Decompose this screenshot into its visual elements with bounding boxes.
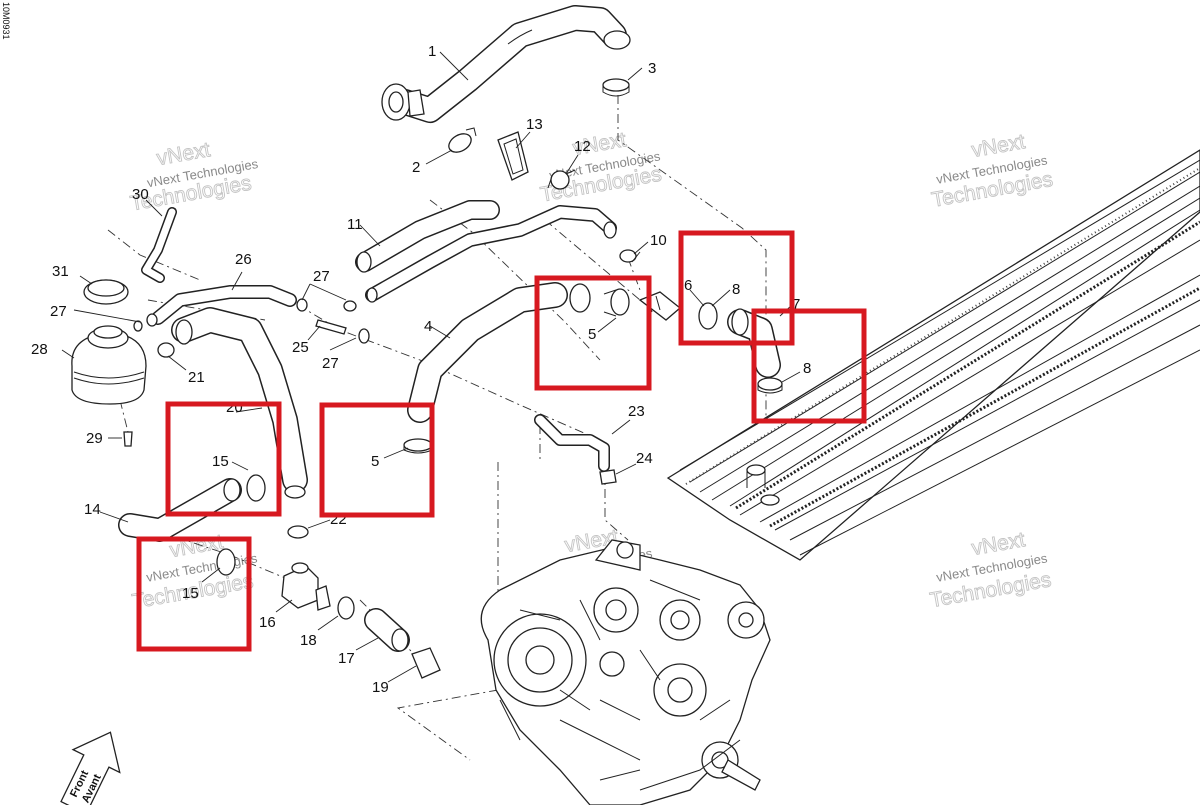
callout-16: 16 — [259, 614, 276, 631]
callout-29: 29 — [86, 430, 103, 447]
callout-23: 23 — [628, 403, 645, 420]
hose-clamp-part-5-lower — [403, 438, 433, 454]
hose-part-4 — [407, 282, 591, 423]
tee-fitting-part-16 — [281, 562, 331, 611]
watermark: vNext vNext Technologies Technologies — [929, 130, 1055, 213]
upper-coolant-hose — [381, 5, 631, 123]
callout-8-lower: 8 — [803, 360, 811, 377]
front-direction-arrow-icon: Front Avant — [60, 731, 121, 805]
callout-26: 26 — [235, 251, 252, 268]
radiator-heat-exchanger — [666, 149, 1200, 561]
callout-27-upper: 27 — [313, 268, 330, 285]
callout-2: 2 — [412, 159, 420, 176]
highlight-box-part-15-upper — [165, 401, 282, 517]
highlight-box-part-5-lower — [319, 402, 435, 518]
hose-clamp-part-18 — [337, 596, 355, 620]
callout-10: 10 — [650, 232, 667, 249]
callout-12: 12 — [574, 138, 591, 155]
hose-clamp-part-24 — [599, 469, 617, 485]
callout-14: 14 — [84, 501, 101, 518]
callout-5-upper: 5 — [588, 326, 596, 343]
hose-clamp-part-3 — [602, 78, 630, 97]
callout-27-left: 27 — [50, 303, 67, 320]
sensor-part-12 — [547, 169, 576, 190]
callout-31: 31 — [52, 263, 69, 280]
hose-clamp-part-8-upper — [698, 302, 718, 330]
reservoir-cap-part-31 — [83, 279, 129, 305]
hose-clamp-part-21 — [157, 342, 175, 358]
callout-28: 28 — [31, 341, 48, 358]
callout-5-lower: 5 — [371, 453, 379, 470]
hose-part-12 — [365, 205, 617, 303]
hose-part-30 — [141, 207, 177, 283]
elbow-part-7 — [727, 308, 781, 378]
screw-part-29 — [123, 431, 133, 447]
highlight-box-part-15-lower — [136, 536, 252, 652]
callout-30: 30 — [132, 186, 149, 203]
callout-18: 18 — [300, 632, 317, 649]
gasket-part-13 — [497, 131, 529, 181]
document-id: 10M0931 — [1, 2, 11, 40]
callout-labels: 1 2 3 4 5 5 6 7 8 8 10 11 12 13 14 15 15… — [31, 43, 811, 696]
callout-6: 6 — [684, 277, 692, 294]
watermark: vNext vNext Technologies Technologies — [538, 128, 664, 207]
callout-8-upper: 8 — [732, 281, 740, 298]
hose-part-17 — [364, 608, 410, 652]
callout-11: 11 — [347, 216, 363, 233]
hose-clamp-part-5-upper — [603, 288, 630, 317]
callout-7: 7 — [792, 296, 800, 313]
callout-3: 3 — [648, 60, 656, 77]
watermark: vNext vNext Technologies Technologies — [928, 528, 1054, 613]
hose-clamp-part-19 — [411, 647, 441, 679]
hose-part-20 — [171, 307, 308, 499]
highlight-box-part-5-upper — [534, 275, 652, 391]
callout-17: 17 — [338, 650, 355, 667]
engine-block — [480, 539, 771, 805]
callout-4: 4 — [424, 318, 432, 335]
callout-21: 21 — [188, 369, 205, 386]
fitting-part-6 — [638, 291, 682, 321]
hose-part-11 — [355, 200, 500, 273]
highlight-boxes — [136, 230, 867, 652]
callout-24: 24 — [636, 450, 653, 467]
callout-15-lower: 15 — [182, 585, 199, 602]
hose-clamp-part-22 — [287, 525, 309, 539]
callout-1: 1 — [428, 43, 436, 60]
highlight-box-part-8-right — [751, 308, 867, 424]
overflow-hoses-26-25 — [133, 285, 370, 344]
hose-clamp-part-2 — [448, 127, 477, 153]
hose-part-23 — [534, 414, 610, 472]
hose-clamp-part-15-upper — [246, 474, 266, 502]
callout-19: 19 — [372, 679, 389, 696]
fitting-part-10 — [619, 249, 637, 263]
callout-27-lower: 27 — [322, 355, 339, 372]
callout-25: 25 — [292, 339, 309, 356]
hose-part-14 — [118, 478, 242, 542]
hose-clamp-part-15-lower — [216, 548, 236, 576]
hose-clamp-part-8-lower — [757, 377, 783, 394]
highlight-box-part-8-left — [678, 230, 795, 346]
callout-13: 13 — [526, 116, 543, 133]
callout-leader-lines — [61, 51, 801, 683]
coolant-reservoir-part-28 — [71, 325, 147, 405]
callout-15-upper: 15 — [212, 453, 229, 470]
